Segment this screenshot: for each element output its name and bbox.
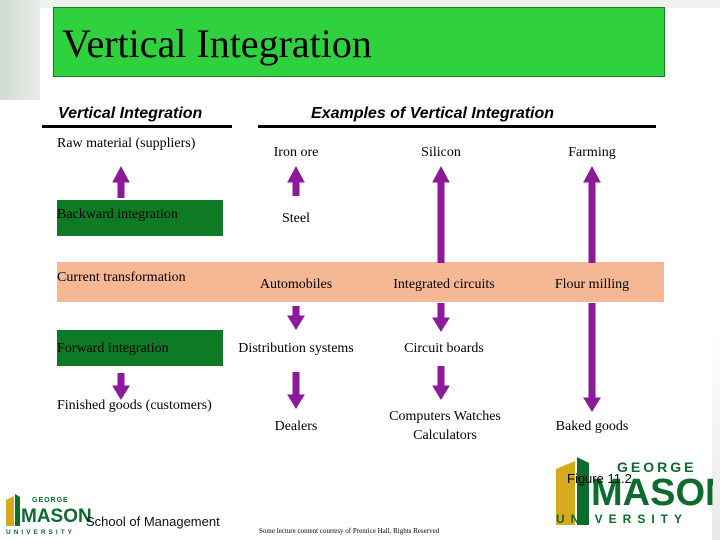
header-right-rule bbox=[258, 125, 656, 128]
cell-computers: Computers Watches Calculators bbox=[389, 409, 501, 443]
right-decor-bar bbox=[712, 330, 720, 540]
cell-baked-goods: Baked goods bbox=[555, 419, 629, 434]
stage-current-transformation: Current transformation bbox=[57, 262, 228, 302]
top-strip bbox=[0, 0, 720, 8]
svg-text:GEORGE: GEORGE bbox=[32, 497, 69, 504]
figure-label: Figure 11.2 bbox=[567, 471, 632, 486]
cell-flour-milling: Flour milling bbox=[554, 277, 630, 292]
svg-text:UNIVERSITY: UNIVERSITY bbox=[556, 512, 688, 526]
svg-text:GEORGE: GEORGE bbox=[617, 459, 696, 475]
stage-raw-material: Raw material (suppliers) bbox=[57, 136, 196, 151]
svg-text:MASON: MASON bbox=[21, 506, 92, 527]
stage-forward-integration: Forward integration bbox=[57, 330, 223, 366]
cell-integrated-circuits: Integrated circuits bbox=[393, 277, 495, 292]
current-transformation-band bbox=[228, 262, 664, 302]
cell-silicon: Silicon bbox=[421, 145, 461, 160]
left-decor-bar bbox=[0, 0, 40, 100]
header-right: Examples of Vertical Integration bbox=[311, 105, 555, 122]
cell-distribution-systems: Distribution systems bbox=[238, 341, 354, 356]
stage-finished-goods: Finished goods (customers) bbox=[57, 398, 212, 413]
cell-circuit-boards: Circuit boards bbox=[404, 341, 484, 356]
cell-steel: Steel bbox=[282, 211, 310, 226]
cell-dealers: Dealers bbox=[274, 419, 318, 434]
cell-iron-ore: Iron ore bbox=[273, 145, 319, 160]
cell-automobiles: Automobiles bbox=[259, 277, 333, 292]
school-of-management-logo: GEORGE MASON UNIVERSITY bbox=[6, 494, 92, 536]
school-of-management-name: School of Management bbox=[86, 514, 220, 529]
header-left: Vertical Integration bbox=[58, 105, 203, 122]
svg-text:MASON: MASON bbox=[591, 472, 713, 514]
george-mason-logo: GEORGE MASON UNIVERSITY bbox=[556, 457, 713, 526]
svg-text:UNIVERSITY: UNIVERSITY bbox=[6, 529, 75, 536]
cell-farming: Farming bbox=[568, 145, 616, 160]
title-box: Vertical Integration bbox=[53, 7, 665, 77]
slide-title: Vertical Integration bbox=[62, 21, 372, 66]
stage-backward-integration: Backward integration bbox=[57, 200, 223, 236]
credit-line: Some lecture content courtesy of Prentic… bbox=[259, 527, 440, 535]
header-left-rule bbox=[42, 125, 232, 128]
